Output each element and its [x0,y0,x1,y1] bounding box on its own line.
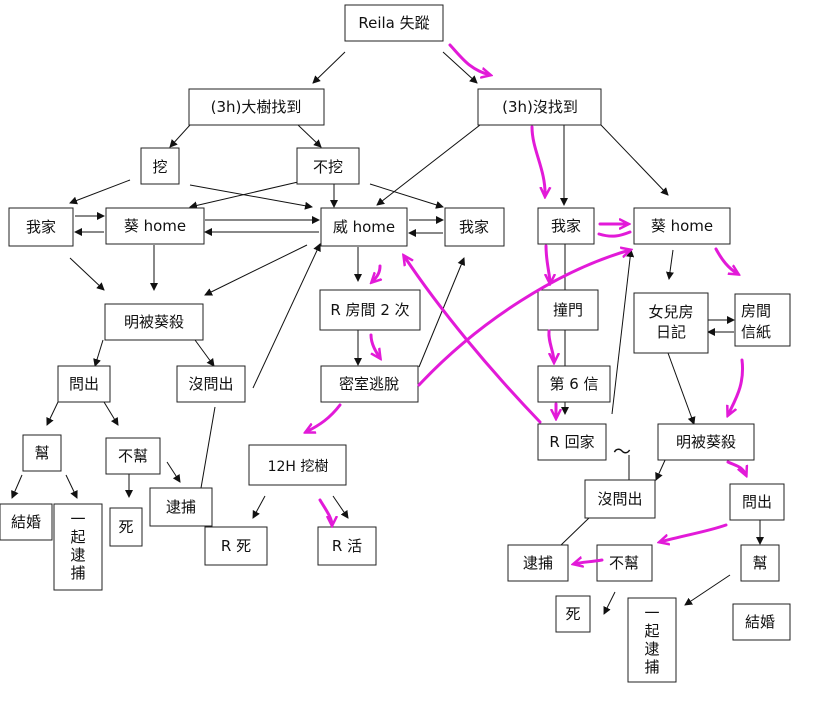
node-die-left: 死 [118,518,133,536]
node-help-left: 幫 [34,444,49,462]
node-ask-right: 問出 [742,493,772,511]
node-no-ask-right: 沒問出 [597,490,642,508]
label-line: 一 [70,510,85,528]
node-room-escape: 密室逃脫 [339,375,399,393]
node-wei-home: 威 home [333,218,395,236]
node-boxes [0,4,791,683]
node-dig: 挖 [152,158,167,176]
node-labels: Reila 失蹤 (3h)大樹找到 (3h)沒找到 挖 不挖 我家 葵 home… [11,14,775,631]
node-r-dead: R 死 [221,537,251,555]
node-marry-right: 結婚 [745,613,775,631]
node-no-dig: 不挖 [313,158,343,176]
node-ming-killed-right: 明被葵殺 [676,433,736,451]
node-aoi-home-right: 葵 home [651,217,713,235]
node-dig-tree-12h: 12H 挖樹 [268,459,329,475]
label-line: 捕 [644,658,659,676]
label-line: 日記 [656,323,686,341]
label-line: 捕 [70,564,85,582]
node-reila-missing: Reila 失蹤 [358,14,429,32]
node-r-room-twice: R 房間 2 次 [330,301,409,319]
node-die-right: 死 [565,605,580,623]
node-aoi-home-left: 葵 home [124,217,186,235]
node-no-help-left: 不幫 [118,447,148,465]
label-line: 起 [644,622,659,640]
label-line: 一 [644,604,659,622]
node-ming-killed-left: 明被葵殺 [124,313,184,331]
node-break-door: 撞門 [553,301,583,319]
node-daughter-room-diary: 女兒房日記 [648,303,693,341]
node-arrest-left: 逮捕 [166,498,196,516]
node-marry-left: 結婚 [11,513,41,531]
node-letter-6: 第 6 信 [549,375,598,393]
node-ask-left: 問出 [69,375,99,393]
node-my-home-mid: 我家 [459,218,489,236]
label-line: 女兒房 [648,303,693,321]
label-line: 信紙 [741,323,771,341]
label-line: 起 [70,528,85,546]
node-room-letter-paper: 房間信紙 [741,302,771,341]
tilde-mark: ～ [613,442,631,463]
node-arrest-together-left: 一起逮捕 [70,510,85,582]
label-line: 逮 [70,546,85,564]
label-line: 逮 [644,640,659,658]
node-found-tree: (3h)大樹找到 [211,98,302,116]
node-help-right: 幫 [752,554,767,572]
multiline-labels: 女兒房日記 房間信紙 一起逮捕 一起逮捕 [70,302,771,676]
label-line: 房間 [741,302,771,320]
highlight-path [306,43,746,564]
node-no-ask-left: 沒問出 [188,375,233,393]
node-my-home-left: 我家 [26,218,56,236]
node-r-alive: R 活 [332,537,362,555]
node-not-found: (3h)沒找到 [502,98,578,116]
node-no-help-right: 不幫 [609,554,639,572]
node-arrest-right: 逮捕 [523,554,553,572]
node-r-returns-home: R 回家 [549,433,594,451]
node-arrest-together-right: 一起逮捕 [644,604,659,676]
node-my-home-right: 我家 [551,217,581,235]
